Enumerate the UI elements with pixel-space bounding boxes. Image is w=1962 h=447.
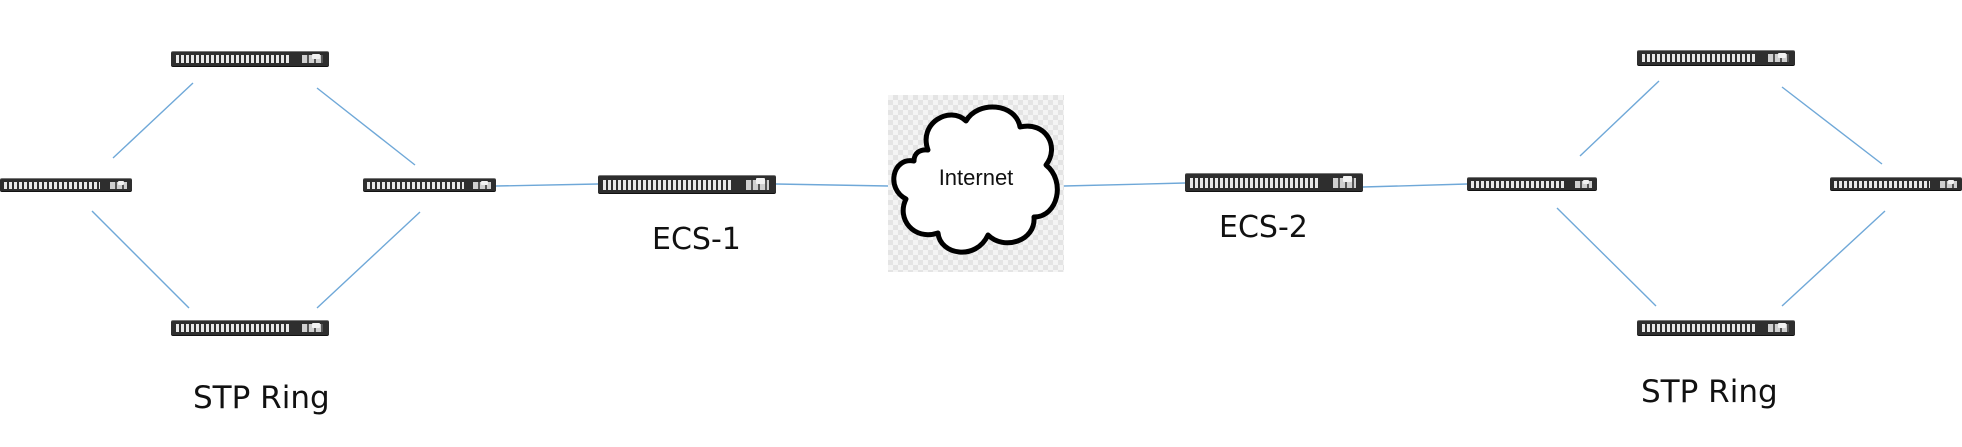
switch-right-ring-bottom <box>1637 320 1795 336</box>
group-label-left-stp-ring: STP Ring <box>193 380 330 416</box>
switch-right-ring-left <box>1467 177 1597 191</box>
switch-uplink-ports <box>745 180 769 190</box>
link-internet-to-ecs-2 <box>1063 182 1186 187</box>
switch-ports <box>1641 54 1758 63</box>
switch-mgmt-port <box>756 178 766 185</box>
switch-mgmt-port <box>481 180 489 185</box>
switch-ports <box>175 324 292 333</box>
link-ecs-1-to-internet <box>775 183 889 187</box>
switch-ports <box>366 181 465 189</box>
switch-uplink-ports <box>1939 180 1957 188</box>
switch-right-ring-top <box>1637 50 1795 66</box>
switch-mgmt-port <box>1582 179 1590 184</box>
switch-uplink-ports <box>302 324 323 333</box>
link-right-top-to-right <box>1781 86 1883 165</box>
switch-mgmt-port <box>311 322 320 328</box>
group-label-right-stp-ring: STP Ring <box>1641 374 1778 410</box>
switch-uplink-ports <box>1768 324 1789 333</box>
internet-label: Internet <box>938 165 1014 190</box>
switch-left-ring-left <box>0 178 132 192</box>
switch-mgmt-port <box>1777 322 1786 328</box>
link-left-left-to-bottom <box>91 210 190 309</box>
switch-ports <box>1641 324 1758 333</box>
node-label-ecs-2: ECS-2 <box>1219 210 1308 245</box>
switch-uplink-ports <box>1332 178 1356 188</box>
switch-uplink-ports <box>109 181 127 189</box>
switch-mgmt-port <box>1777 52 1786 58</box>
switch-mgmt-port <box>311 53 320 59</box>
link-ecs-2-to-right-ring <box>1362 183 1468 188</box>
switch-left-ring-top <box>171 51 329 67</box>
switch-left-ring-bottom <box>171 320 329 336</box>
link-left-ring-to-ecs-1 <box>495 183 599 187</box>
switch-ports <box>3 181 101 189</box>
switch-mgmt-port <box>1343 176 1353 183</box>
switch-mgmt-port <box>117 180 125 185</box>
link-right-left-to-bottom <box>1556 207 1657 307</box>
switch-uplink-ports <box>1768 54 1789 63</box>
switch-ecs-1 <box>598 175 776 194</box>
link-left-right-to-bottom <box>316 211 421 309</box>
switch-ports <box>1833 180 1931 188</box>
link-left-top-to-left <box>112 82 194 159</box>
switch-ports <box>603 180 734 190</box>
node-label-ecs-1: ECS-1 <box>652 222 741 257</box>
switch-right-ring-right <box>1830 177 1962 191</box>
switch-left-ring-right <box>363 178 496 192</box>
switch-ports <box>175 55 292 64</box>
cloud-icon <box>891 104 1060 255</box>
internet-node: Internet <box>888 95 1064 272</box>
link-left-top-to-right <box>316 87 416 166</box>
switch-ports <box>1470 180 1566 188</box>
switch-mgmt-port <box>1947 179 1955 184</box>
link-right-left-to-top <box>1579 80 1660 157</box>
switch-ecs-2 <box>1185 173 1363 192</box>
switch-uplink-ports <box>473 181 491 189</box>
switch-uplink-ports <box>1574 180 1592 188</box>
switch-uplink-ports <box>302 55 323 64</box>
link-right-right-to-bottom <box>1781 210 1886 307</box>
switch-ports <box>1190 178 1321 188</box>
